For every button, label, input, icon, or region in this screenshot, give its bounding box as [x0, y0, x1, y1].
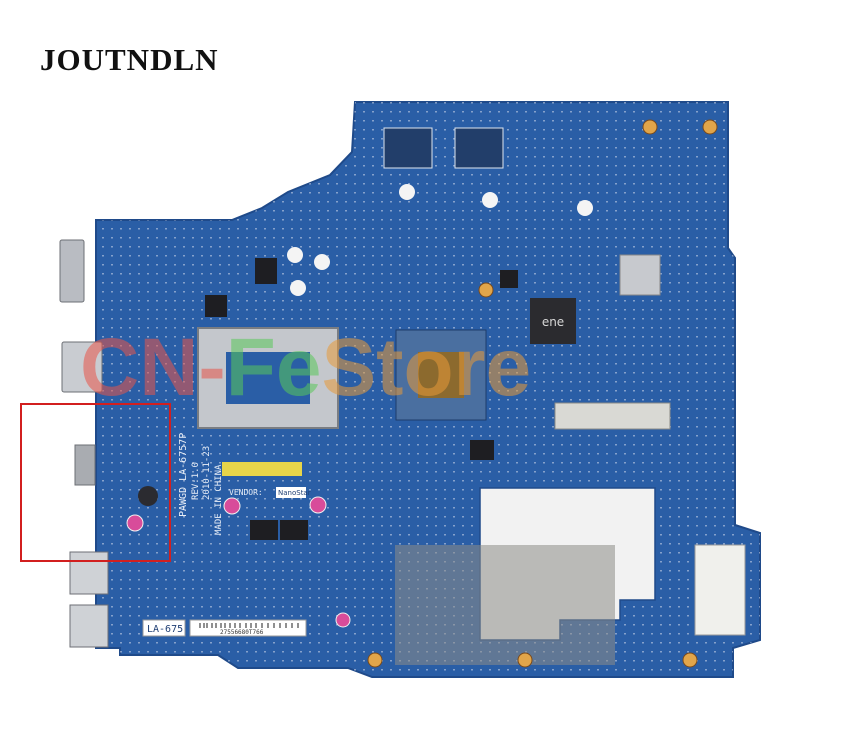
brand-title: JOUTNDLN	[40, 42, 219, 77]
vga-port	[59, 239, 85, 303]
ene-chip	[530, 298, 576, 344]
usb-port-2	[69, 604, 109, 648]
chip-logo: ene	[542, 315, 564, 329]
bottom-label: LA-675	[147, 624, 183, 635]
silkscreen-date: 2010-11-23	[202, 446, 212, 500]
usb-port-1	[69, 551, 109, 595]
silkscreen-origin: MADE IN CHINA	[214, 464, 224, 535]
hdmi-port	[61, 341, 103, 393]
barcode-number: 27556680T766	[220, 629, 264, 636]
silkscreen-model: PAWGD LA-6757P	[178, 433, 189, 517]
silkscreen-rev: REV:1.0	[191, 462, 201, 500]
silkscreen-vendor: VENDOR:	[229, 488, 263, 497]
vendor-sticker: NanoStar	[278, 489, 311, 497]
highlight-box	[20, 403, 171, 562]
watermark: CN-FeStore	[80, 322, 531, 413]
barcode	[199, 623, 299, 628]
